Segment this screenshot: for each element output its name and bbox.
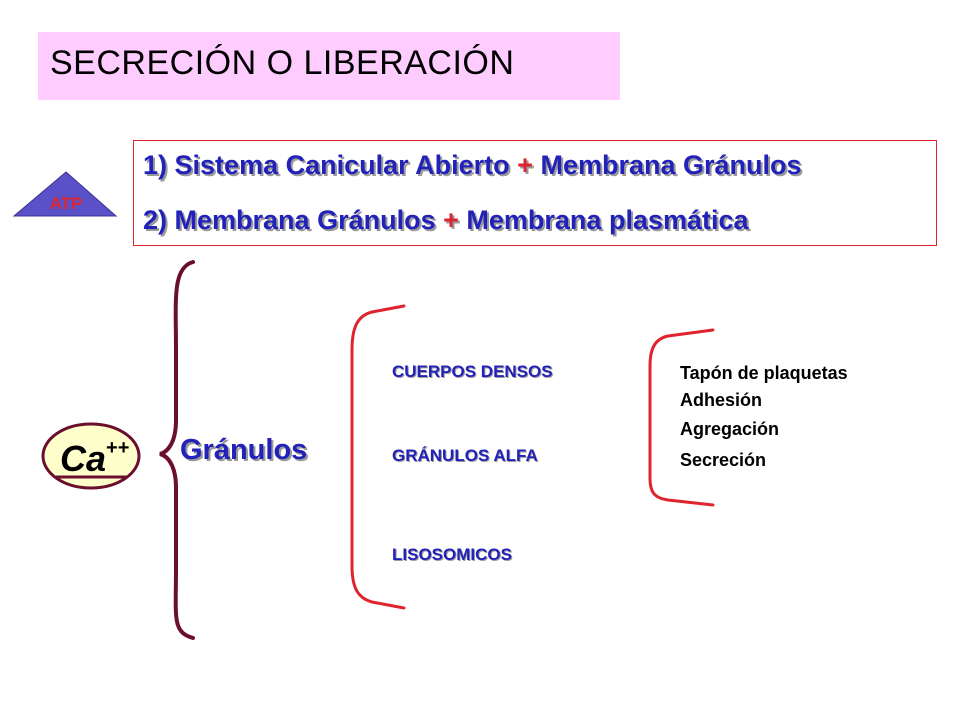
step-2-left: Membrana Gránulos: [174, 205, 436, 235]
granule-type-item: LISOSOMICOS: [392, 545, 512, 564]
granulos-label: Gránulos: [180, 434, 308, 466]
granule-type-item: GRÁNULOS ALFA: [392, 446, 538, 465]
step-2: 2) Membrana Gránulos + Membrana plasmáti…: [143, 205, 749, 236]
calcium-label: Ca++: [60, 437, 130, 480]
step-1-left: Sistema Canicular Abierto: [174, 150, 510, 180]
step-2-right: Membrana plasmática: [466, 205, 749, 235]
granule-types-bracket: [350, 304, 406, 610]
function-item: Adhesión: [680, 390, 763, 410]
main-curly-brace: [159, 260, 195, 640]
step-1-number: 1): [143, 150, 168, 180]
granule-type-item: CUERPOS DENSOS: [392, 362, 553, 381]
function-item: Agregación: [680, 419, 780, 439]
function-item: Tapón de plaquetas: [680, 363, 848, 383]
calcium-symbol: Ca: [60, 438, 107, 479]
step-1: 1) Sistema Canicular Abierto + Membrana …: [143, 150, 802, 181]
atp-label: ATP: [49, 194, 83, 213]
calcium-charge: ++: [106, 437, 130, 459]
functions-bracket: [648, 328, 715, 507]
calcium-ellipse: [41, 422, 141, 490]
step-1-plus: +: [517, 150, 533, 180]
step-2-number: 2): [143, 205, 168, 235]
function-item: Secreción: [680, 450, 767, 470]
steps-box: [133, 140, 937, 246]
atp-triangle-icon: [12, 171, 118, 217]
page-title: SECRECIÓN O LIBERACIÓN: [50, 44, 515, 82]
step-1-right: Membrana Gránulos: [540, 150, 802, 180]
title-banner: [38, 32, 620, 100]
step-2-plus: +: [443, 205, 459, 235]
